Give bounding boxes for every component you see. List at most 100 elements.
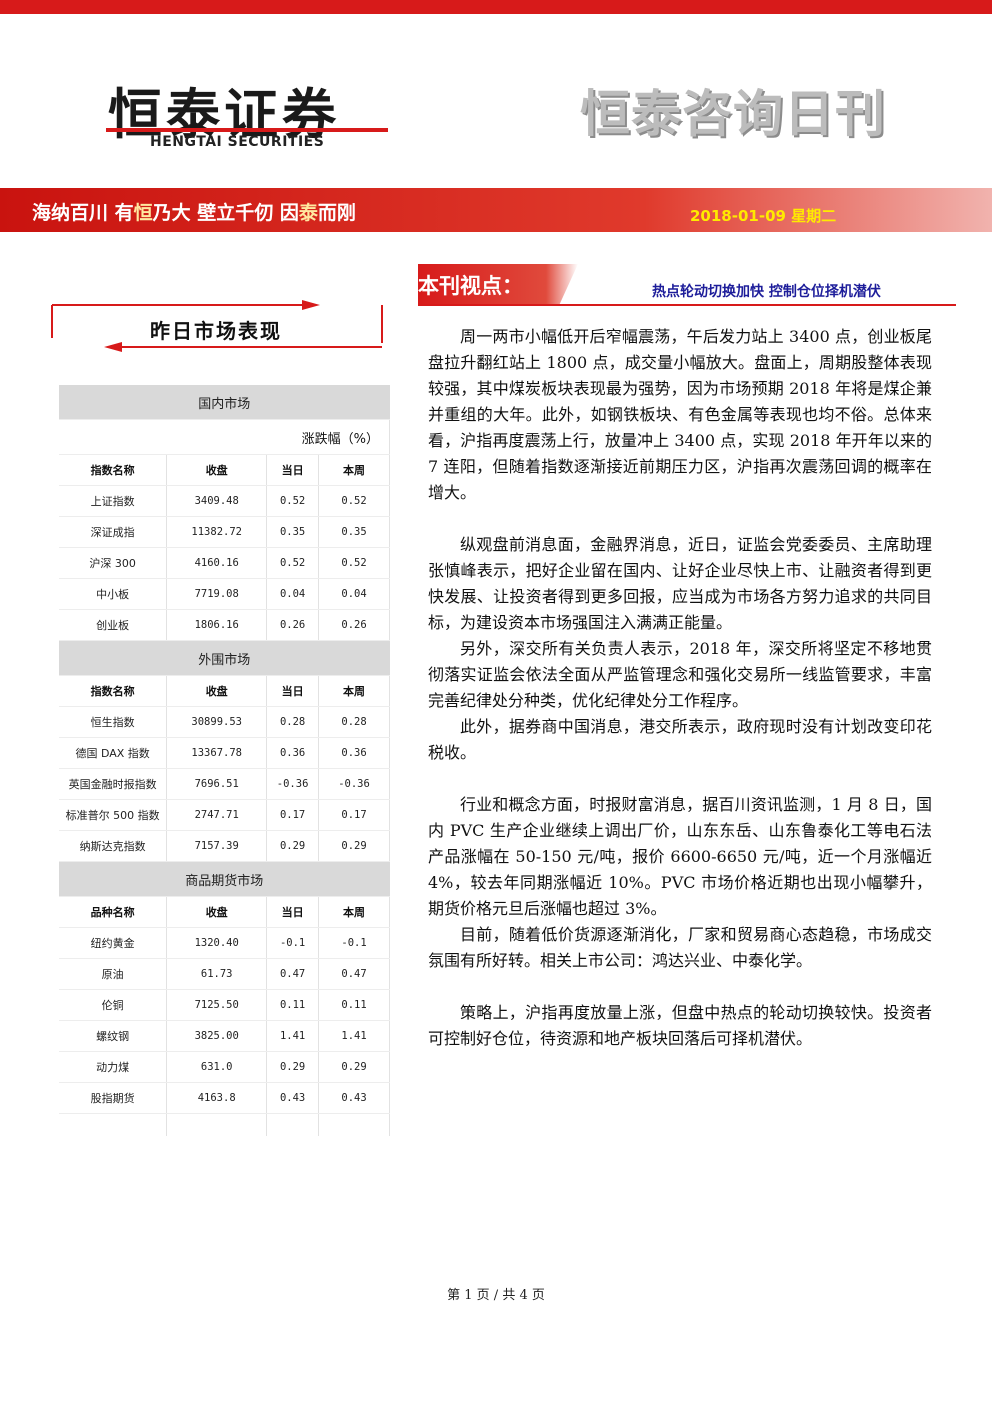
- table-cell: 深证成指: [59, 516, 168, 548]
- table-cell: 1320.40: [166, 927, 268, 959]
- motto-highlight: 恒: [133, 202, 153, 224]
- table-cell: 13367.78: [166, 737, 268, 769]
- table-cell: 英国金融时报指数: [59, 768, 168, 800]
- table-cell: 0.52: [318, 547, 390, 579]
- table-cell: 螺纹钢: [59, 1020, 168, 1052]
- table-cell: 上证指数: [59, 485, 168, 517]
- table-cell: 7696.51: [166, 768, 268, 800]
- table-cell: 0.29: [318, 1051, 390, 1083]
- table-cell: 0.47: [266, 958, 320, 990]
- table-cell-empty: [266, 1113, 320, 1136]
- table-unit-label: 涨跌幅（%）: [59, 419, 390, 455]
- table-column-header: 指数名称: [59, 454, 168, 486]
- view-title-background: [418, 264, 578, 306]
- table-cell: 3409.48: [166, 485, 268, 517]
- table-column-header: 收盘: [166, 454, 268, 486]
- table-cell: 7719.08: [166, 578, 268, 610]
- table-cell: 原油: [59, 958, 168, 990]
- table-cell: 0.35: [318, 516, 390, 548]
- motto-text: 海纳百川 有: [32, 202, 134, 224]
- table-cell: 0.26: [318, 609, 390, 641]
- table-cell-empty: [166, 1113, 268, 1136]
- table-cell: 1806.16: [166, 609, 268, 641]
- table-column-header: 当日: [266, 675, 320, 707]
- table-cell: 0.11: [266, 989, 320, 1021]
- table-group-header: 商品期货市场: [59, 861, 390, 897]
- table-cell: 30899.53: [166, 706, 268, 738]
- table-cell-empty: [59, 1113, 168, 1136]
- table-column-header-row: 指数名称收盘当日本周: [59, 454, 390, 486]
- table-cell: 0.28: [266, 706, 320, 738]
- company-logo-english: HENGTAI SECURITIES: [150, 134, 325, 150]
- table-cell: 0.11: [318, 989, 390, 1021]
- publication-title: 恒泰咨询日刊: [580, 85, 886, 143]
- page-footer: 第 1 页 / 共 4 页: [447, 1288, 545, 1303]
- commentary-paragraph: 行业和概念方面，时报财富消息，据百川资讯监测，1 月 8 日，国内 PVC 生产…: [428, 795, 932, 918]
- market-section-title: 昨日市场表现: [150, 319, 282, 343]
- commentary-paragraph: 周一两市小幅低开后窄幅震荡，午后发力站上 3400 点，创业板尾盘拉升翻红站上 …: [428, 327, 932, 502]
- table-cell: 恒生指数: [59, 706, 168, 738]
- table-cell: 0.26: [266, 609, 320, 641]
- motto-highlight: 泰: [298, 202, 318, 224]
- table-column-header-row: 指数名称收盘当日本周: [59, 675, 390, 707]
- table-group-title: 国内市场: [59, 385, 390, 420]
- table-cell: 标准普尔 500 指数: [59, 799, 168, 831]
- table-cell: 沪深 300: [59, 547, 168, 579]
- logo-underline: [106, 128, 388, 132]
- table-cell: 2747.71: [166, 799, 268, 831]
- table-cell: 0.52: [266, 547, 320, 579]
- table-cell: 4160.16: [166, 547, 268, 579]
- table-end-row: [59, 1113, 390, 1136]
- commentary-paragraph: 另外，深交所有关负责人表示，2018 年，深交所将坚定不移地贯彻落实证监会依法全…: [428, 639, 932, 710]
- table-cell: -0.1: [318, 927, 390, 959]
- table-cell: 创业板: [59, 609, 168, 641]
- section-title-frame: [51, 300, 383, 352]
- table-cell: 1.41: [318, 1020, 390, 1052]
- table-column-header: 品种名称: [59, 896, 168, 928]
- table-column-header: 本周: [318, 896, 390, 928]
- table-cell: 中小板: [59, 578, 168, 610]
- motto-text: 而刚: [317, 202, 356, 224]
- table-cell: 0.04: [266, 578, 320, 610]
- table-cell: 股指期货: [59, 1082, 168, 1114]
- table-cell: 3825.00: [166, 1020, 268, 1052]
- table-cell: 0.43: [266, 1082, 320, 1114]
- table-cell: 0.36: [318, 737, 390, 769]
- issue-date: 2018-01-09 星期二: [690, 207, 837, 225]
- table-cell: 631.0: [166, 1051, 268, 1083]
- table-cell: 动力煤: [59, 1051, 168, 1083]
- table-cell: 伦铜: [59, 989, 168, 1021]
- table-group-title: 商品期货市场: [59, 861, 390, 897]
- table-cell: 0.28: [318, 706, 390, 738]
- commentary-paragraph: 此外，据券商中国消息，港交所表示，政府现时没有计划改变印花税收。: [428, 717, 932, 762]
- table-cell: 纳斯达克指数: [59, 830, 168, 862]
- table-cell: 0.43: [318, 1082, 390, 1114]
- table-column-header: 当日: [266, 454, 320, 486]
- top-red-bar: [0, 0, 992, 14]
- header-band: [0, 188, 992, 232]
- table-cell: -0.36: [266, 768, 320, 800]
- commentary-paragraph: 策略上，沪指再度放量上涨，但盘中热点的轮动切换较快。投资者可控制好仓位，待资源和…: [428, 1003, 932, 1048]
- table-column-header: 收盘: [166, 675, 268, 707]
- table-column-header: 本周: [318, 675, 390, 707]
- company-logo: 恒泰证券: [108, 83, 340, 146]
- table-unit-row: 涨跌幅（%）: [59, 419, 390, 455]
- table-group-header: 国内市场: [59, 385, 390, 420]
- table-cell: 德国 DAX 指数: [59, 737, 168, 769]
- table-cell: 纽约黄金: [59, 927, 168, 959]
- table-cell: 61.73: [166, 958, 268, 990]
